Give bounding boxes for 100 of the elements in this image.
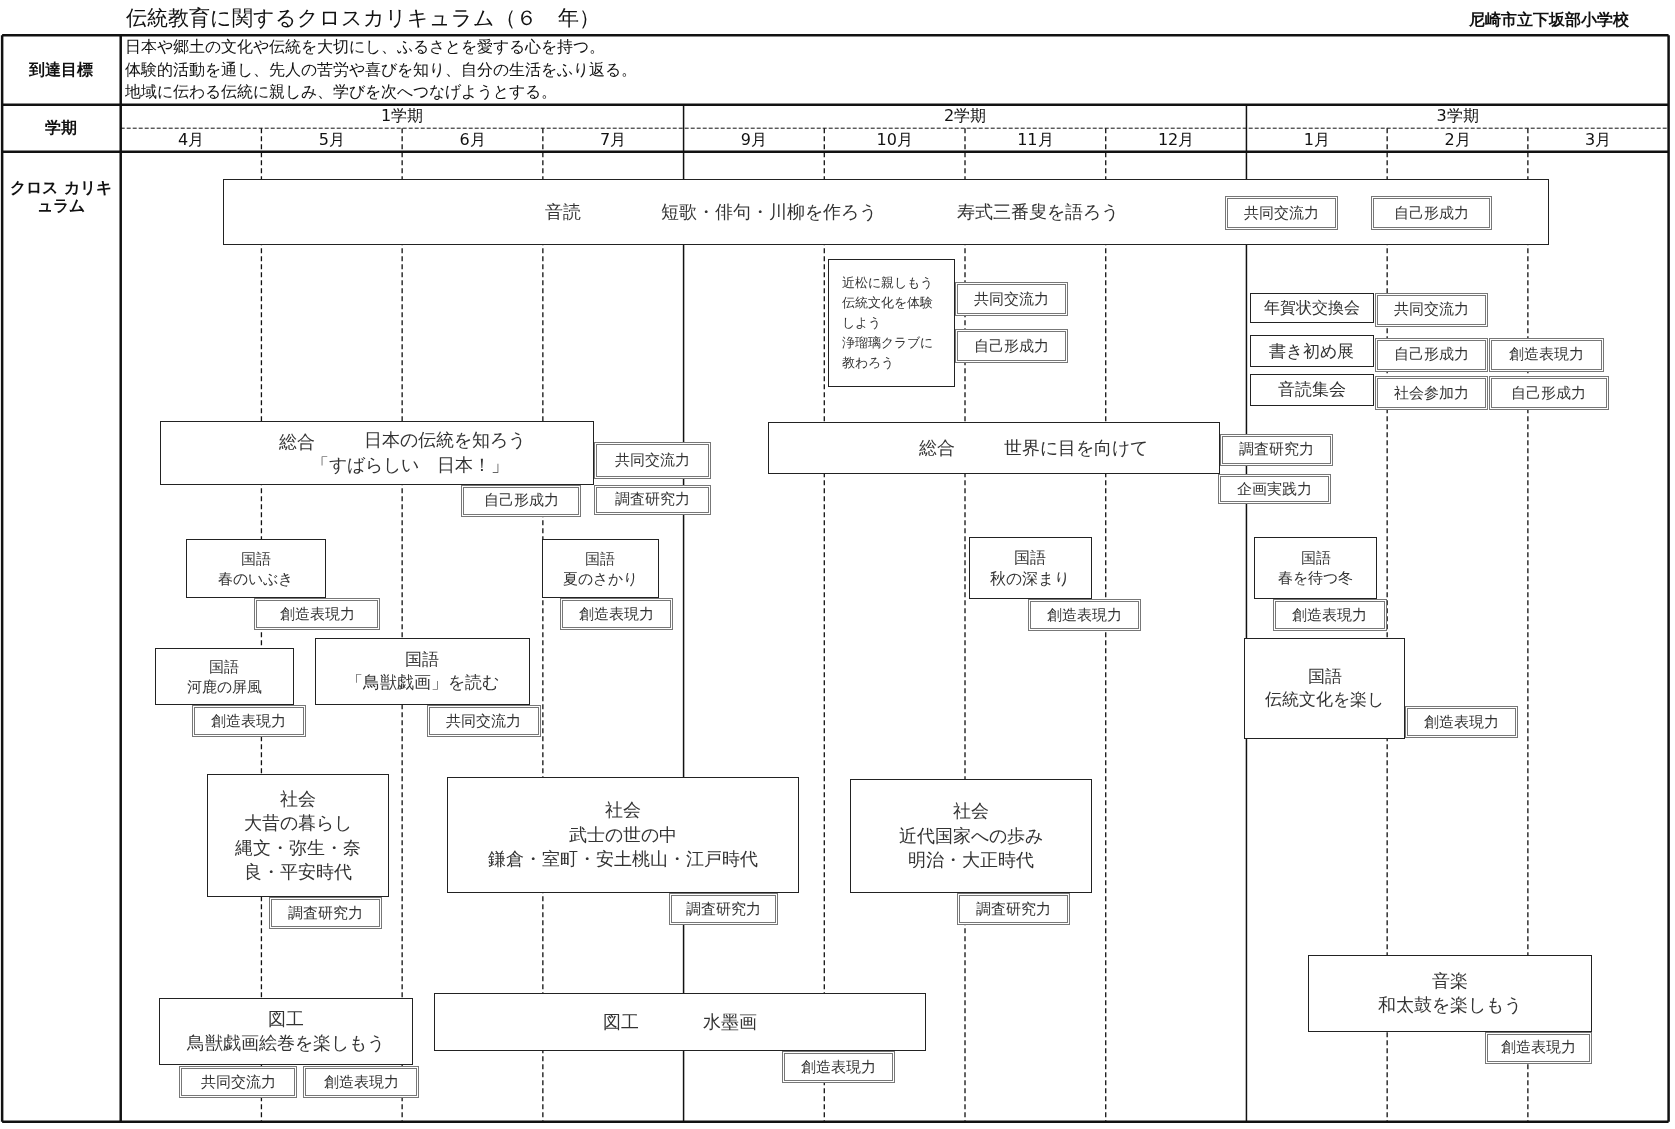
month-header: 2月 [1444,131,1471,149]
activity-text: 寿式三番叟を語ろう [956,199,1119,224]
skill-tag: 社会参加力 [1374,376,1489,411]
skill-tag: 創造表現力 [303,1066,419,1099]
school-name: 尼崎市立下坂部小学校 [1469,10,1630,29]
activity-text: 総合 [278,430,315,455]
row-header: 学期 [44,118,77,137]
activity-text: 国語 [1307,665,1342,689]
activity-box [433,993,927,1052]
skill-tag: 創造表現力 [1027,599,1141,632]
skill-tag: 自己形成力 [955,329,1069,364]
skill-tag: 創造表現力 [1484,1031,1592,1064]
skill-tag: 自己形成力 [1374,337,1489,372]
activity-box [827,258,955,387]
activity-text: 社会 [953,799,989,824]
skill-tag: 創造表現力 [1489,337,1605,372]
activity-text: 音楽 [1431,968,1468,993]
activity-text: 伝統文化を体験しよう [841,293,934,332]
activity-text: 短歌・俳句・川柳を作ろう [660,199,877,224]
activity-text: 社会 [280,786,317,811]
month-header: 11月 [1017,131,1054,149]
activity-text: 国語 [1300,548,1331,569]
activity-box [160,420,594,485]
month-header: 9月 [740,131,767,149]
skill-tag: 調査研究力 [1219,433,1334,466]
activity-text: 浄瑠璃クラブに教わろう [841,333,934,372]
activity-text: 「鳥獣戯画」を読む [345,671,499,695]
goal-text: 体験的活動を通し、先人の苦労や喜びを知り、自分の生活をふり返る。 [124,60,637,79]
activity-box [1244,637,1405,740]
activity-box [541,539,660,599]
month-header: 5月 [318,131,345,149]
activity-text: 国語 [585,548,616,569]
activity-text: 国語 [405,648,440,672]
month-header: 10月 [876,131,913,149]
activity-box [154,648,294,705]
activity-text: 社会 [604,798,641,823]
activity-box [1249,292,1374,323]
activity-text: 年賀状交換会 [1263,296,1360,319]
activity-text: 和太鼓を楽しもう [1377,993,1522,1018]
activity-box [185,539,326,599]
month-header: 6月 [459,131,486,149]
skill-tag: 自己形成力 [461,484,582,517]
chart-title: 伝統教育に関するクロスカリキュラム（６ 年） [126,6,601,30]
activity-text: 鳥獣戯画絵巻を楽しもう [187,1031,386,1056]
skill-tag: 創造表現力 [1273,599,1387,632]
activity-text: 世界に目を向けて [1004,435,1149,460]
skill-tag: 自己形成力 [1489,376,1609,411]
activity-text: 鎌倉・室町・安土桃山・江戸時代 [487,847,758,872]
skill-tag: 調査研究力 [269,897,383,930]
skill-tag: 共同交流力 [1374,292,1489,327]
skill-tag: 共同交流力 [427,705,541,738]
activity-text: 音読 [544,199,581,224]
activity-text: 縄文・弥生・奈良・平安時代 [234,835,362,885]
skill-tag: 共同交流力 [955,282,1069,317]
skill-tag: 調査研究力 [957,893,1071,926]
activity-box [159,997,414,1066]
skill-tag: 共同交流力 [179,1066,297,1099]
activity-box [968,537,1092,600]
activity-text: 近代国家への歩み [899,823,1043,848]
term-header: 1学期 [381,106,424,125]
row-header: 到達目標 [28,60,93,79]
activity-box [1307,955,1592,1032]
activity-text: 音読集会 [1277,378,1346,402]
activity-text: 近松に親しもう [841,273,933,292]
month-header: 12月 [1157,131,1195,149]
activity-text: 秋の深まり [990,568,1071,590]
skill-tag: 調査研究力 [668,893,778,926]
activity-text: 図工 [602,1010,639,1035]
activity-box [446,776,800,894]
term-header: 3学期 [1436,106,1479,125]
activity-box [1249,335,1374,368]
activity-text: 国語 [209,656,240,677]
month-header: 1月 [1303,131,1330,149]
skill-tag: 創造表現力 [1404,706,1518,739]
skill-tag: 自己形成力 [1371,195,1492,231]
activity-text: 水墨画 [702,1010,757,1035]
activity-box [768,421,1220,475]
month-header: 4月 [177,131,205,149]
skill-tag: 共同交流力 [1224,195,1338,231]
activity-box [207,774,389,898]
skill-tag: 企画実践力 [1217,474,1331,505]
activity-text: 国語 [1014,546,1047,569]
activity-text: 明治・大正時代 [908,848,1034,873]
skill-tag: 創造表現力 [254,598,381,631]
activity-text: 国語 [240,548,271,569]
activity-text: 日本の伝統を知ろう [364,428,527,453]
activity-box [315,637,530,706]
activity-text: 春のいぶき [218,568,294,589]
activity-text: 武士の世の中 [568,822,677,847]
goal-text: 日本や郷土の文化や伝統を大切にし、ふるさとを愛する心を持つ。 [124,38,605,57]
activity-text: 大昔の暮らし [244,811,353,836]
activity-text: 総合 [918,435,955,460]
activity-text: 河鹿の屏風 [186,676,262,697]
row-header: クロス カリキュラム [9,179,113,215]
activity-text: 書き初め展 [1269,339,1355,363]
activity-text: 「すばらしい 日本！」 [310,452,509,477]
activity-text: 伝統文化を楽し [1265,688,1385,712]
activity-box [223,179,1549,245]
activity-box [1249,373,1374,406]
skill-tag: 調査研究力 [593,484,712,515]
